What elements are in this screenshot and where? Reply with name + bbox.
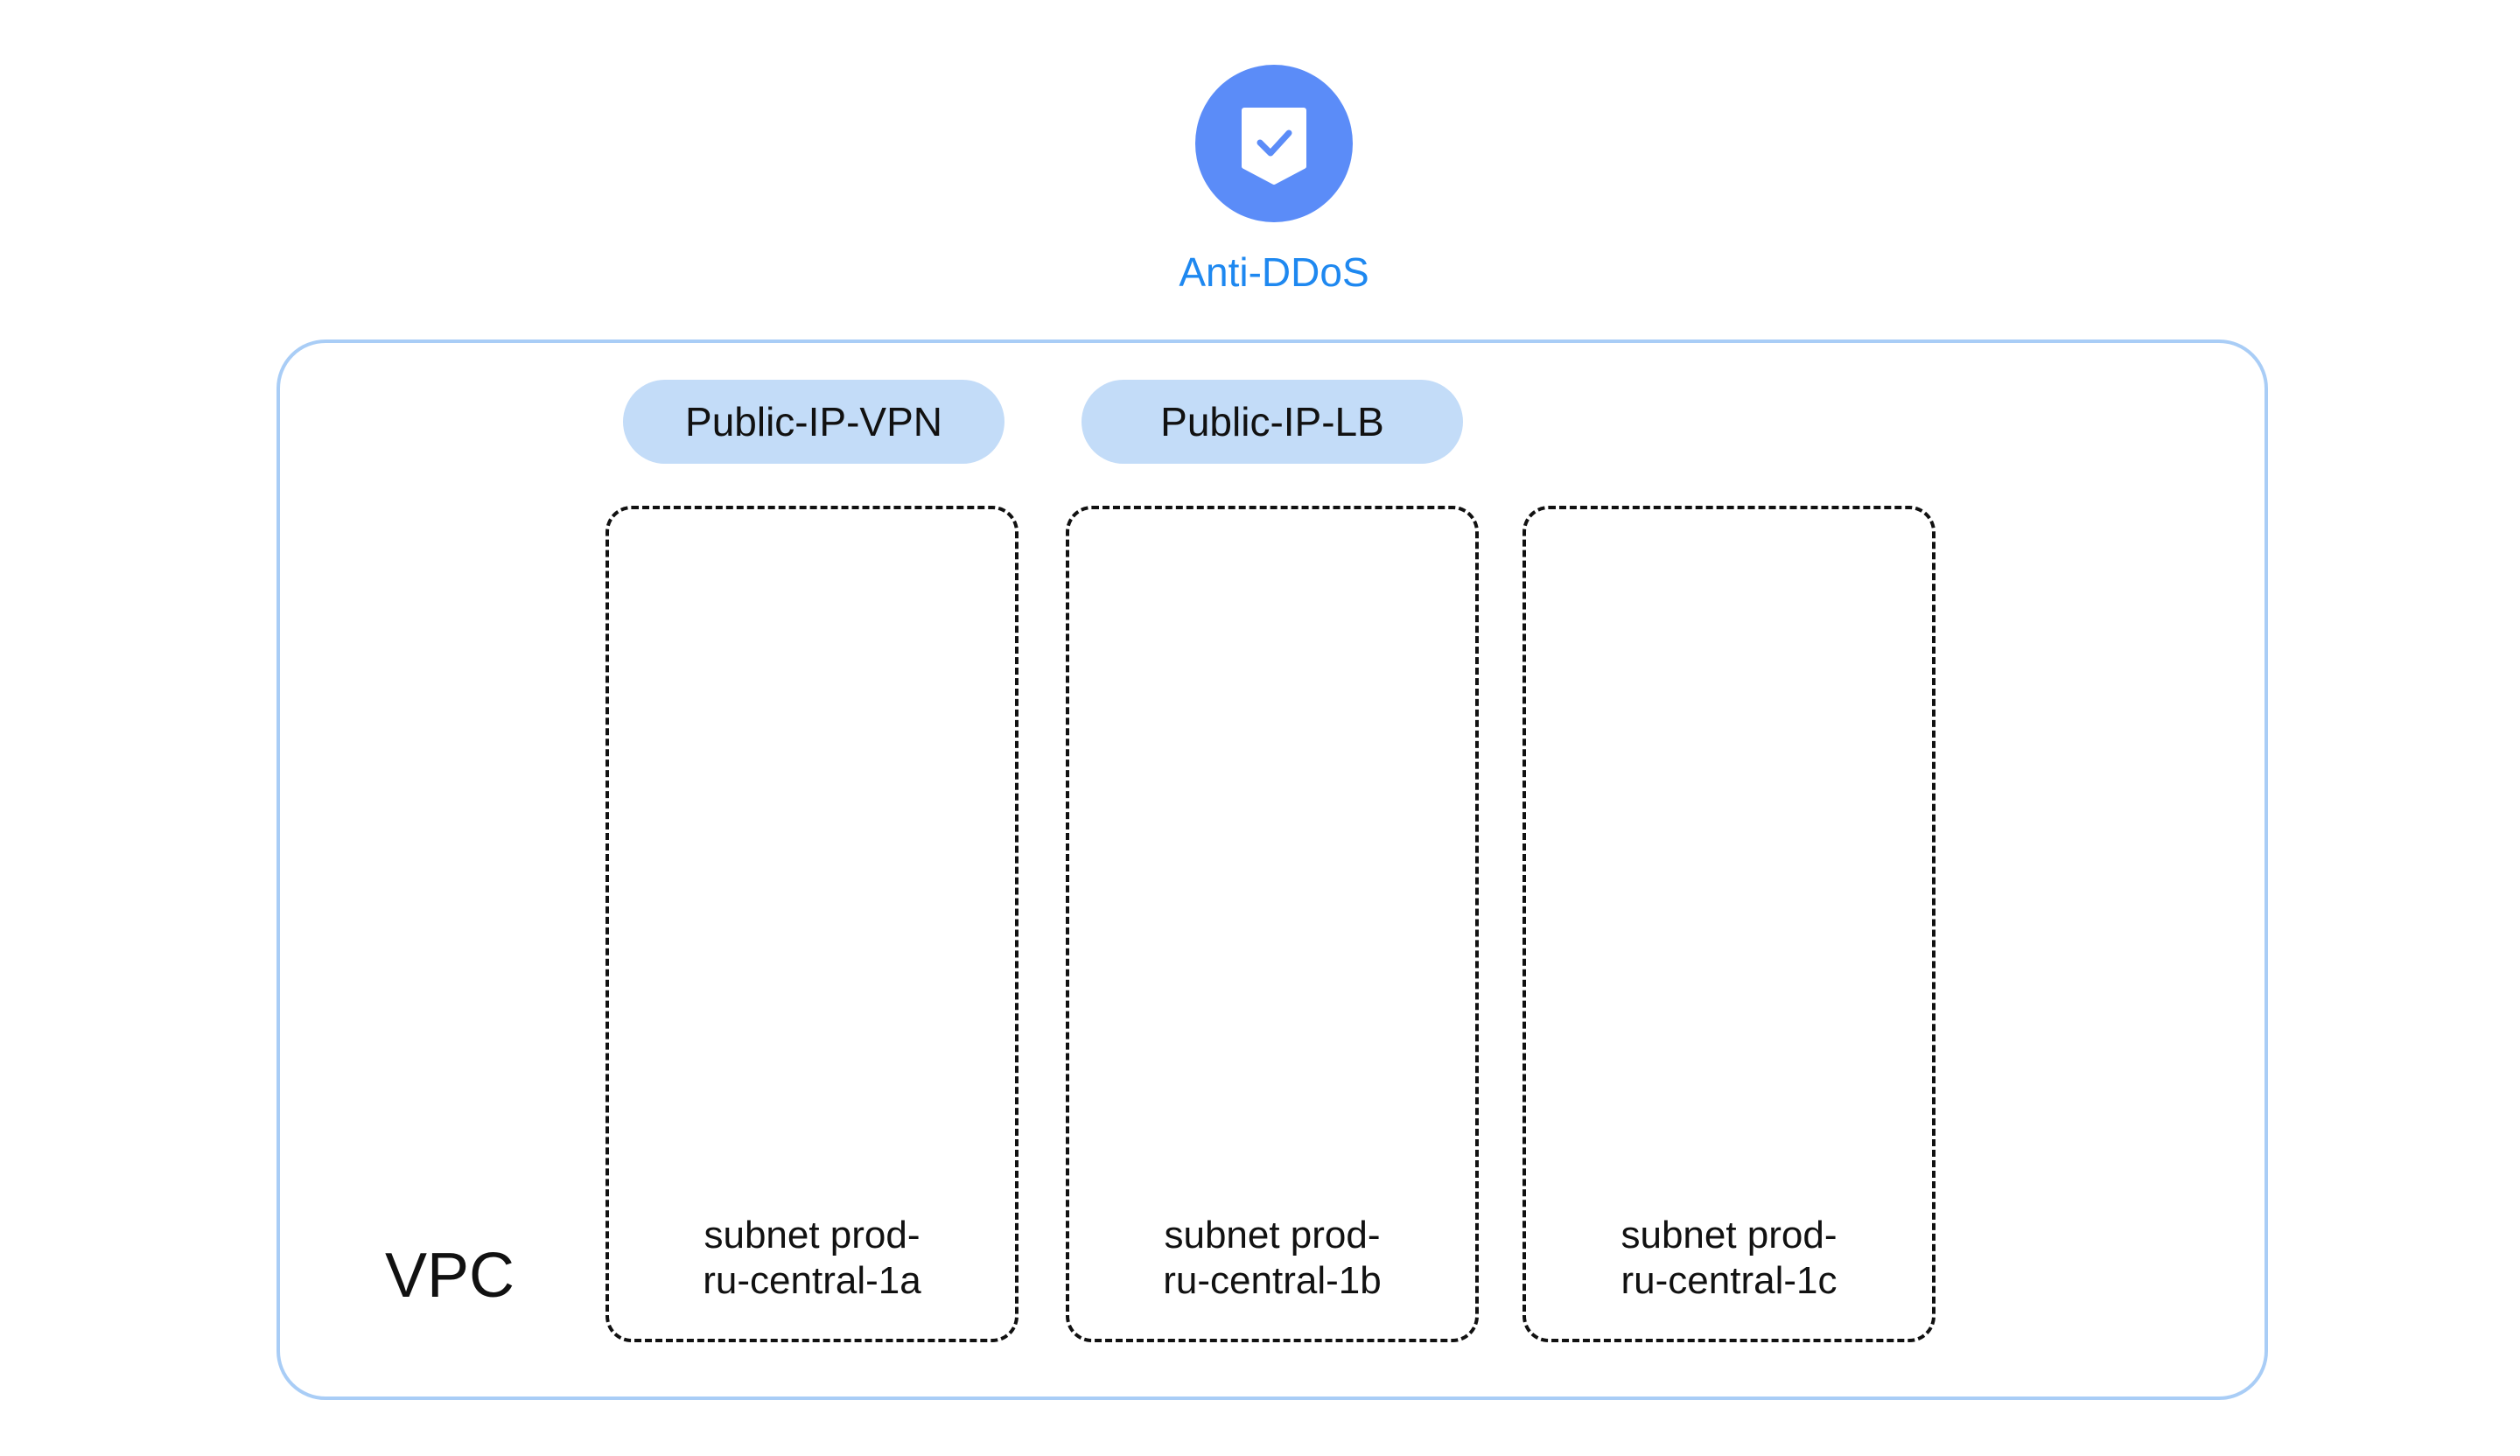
public-ip-vpn-pill: Public-IP-VPN [623, 380, 1004, 464]
subnet-zone-b: subnet prod- ru-central-1b [1066, 506, 1479, 1342]
subnet-label-c-line2: ru-central-1c [1620, 1259, 1838, 1302]
vpc-container [276, 340, 2268, 1400]
subnet-label-c: subnet prod- ru-central-1c [1526, 1213, 1932, 1304]
anti-ddos-service-icon [1195, 65, 1353, 222]
shield-check-icon [1242, 108, 1306, 185]
subnet-label-a-line2: ru-central-1a [703, 1259, 921, 1302]
subnet-label-b: subnet prod- ru-central-1b [1069, 1213, 1475, 1304]
anti-ddos-label: Anti-DDoS [1179, 249, 1369, 295]
subnet-label-c-line1: subnet prod- [1620, 1214, 1838, 1256]
subnet-label-b-line2: ru-central-1b [1163, 1259, 1382, 1302]
vpc-label: VPC [385, 1241, 515, 1311]
subnet-label-a-line1: subnet prod- [704, 1214, 920, 1256]
public-ip-lb-pill: Public-IP-LB [1082, 380, 1463, 464]
subnet-zone-c: subnet prod- ru-central-1c [1522, 506, 1936, 1342]
subnet-label-b-line1: subnet prod- [1164, 1214, 1381, 1256]
subnet-zone-a: subnet prod- ru-central-1a [606, 506, 1018, 1342]
subnet-label-a: subnet prod- ru-central-1a [609, 1213, 1015, 1304]
